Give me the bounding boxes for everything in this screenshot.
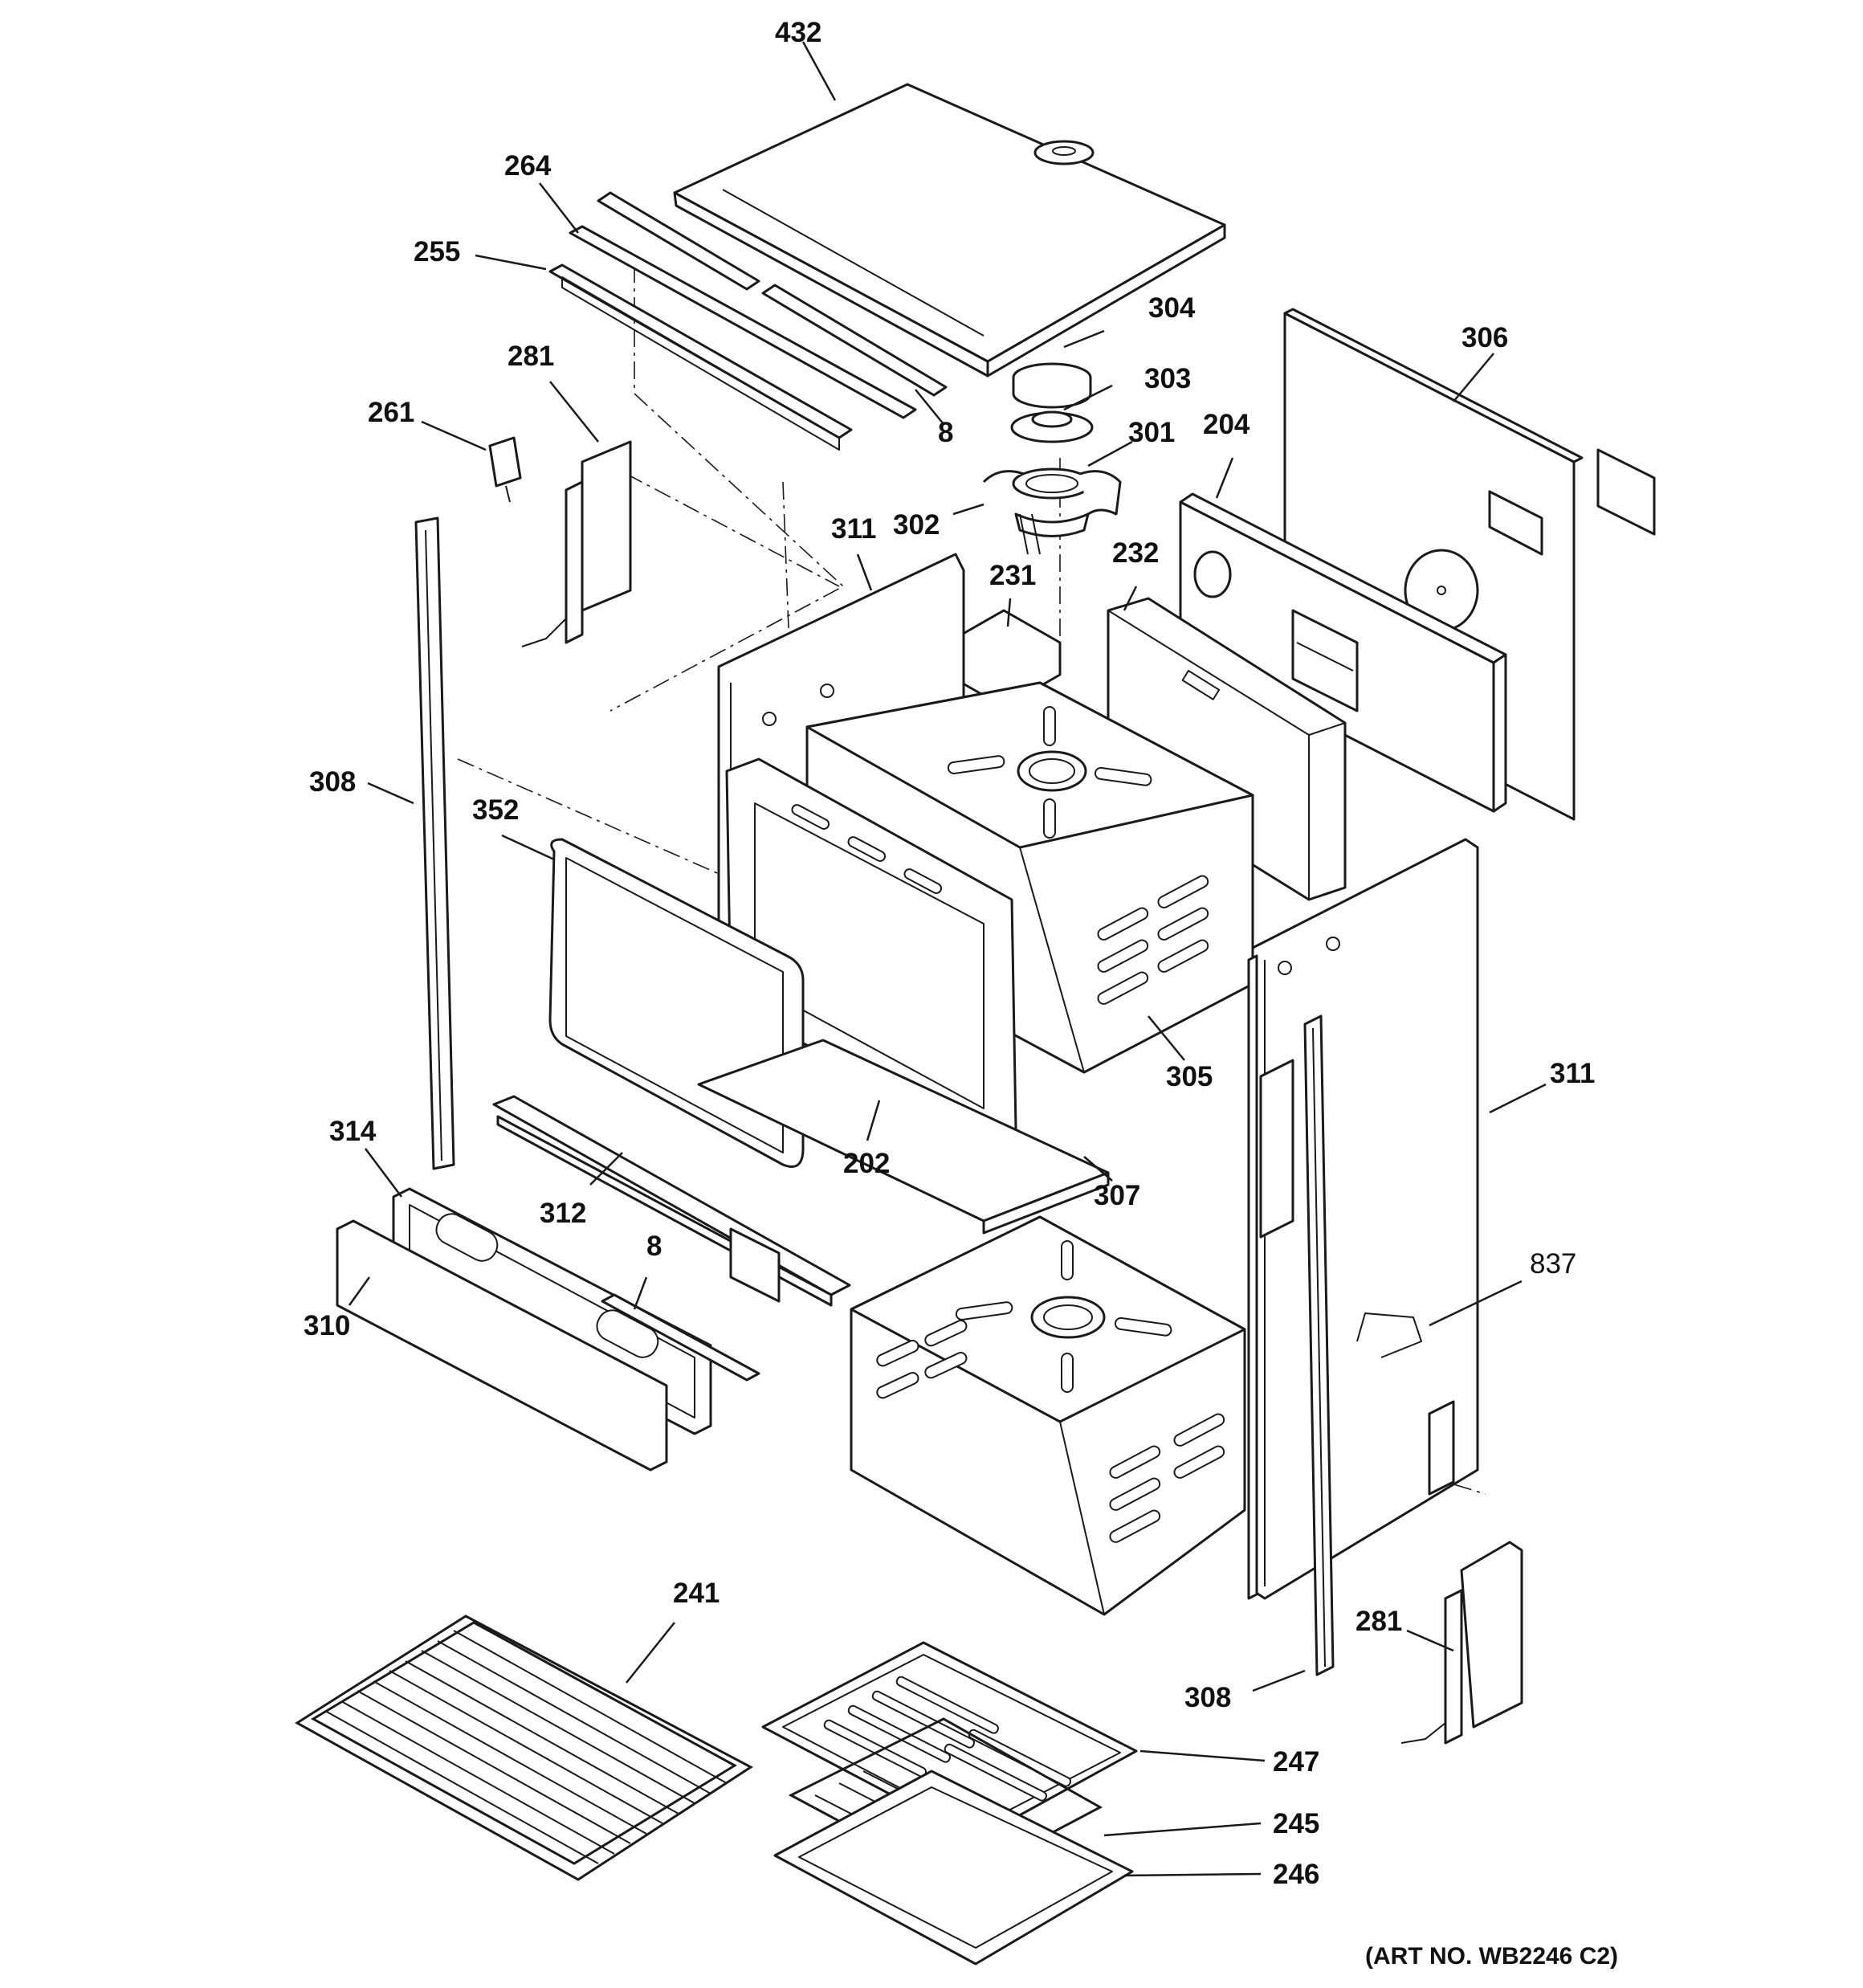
part-301-fan bbox=[982, 467, 1122, 537]
callout-311-right: 311 bbox=[1550, 1058, 1595, 1089]
callout-308-bottom: 308 bbox=[1184, 1682, 1231, 1713]
part-8-top-strip bbox=[569, 225, 917, 419]
callout-231: 231 bbox=[989, 560, 1036, 591]
callout-302: 302 bbox=[893, 509, 940, 541]
part-264-trim bbox=[597, 191, 948, 397]
callout-245: 245 bbox=[1273, 1808, 1319, 1839]
part-281-top-hinge bbox=[521, 440, 632, 647]
part-308-right-trim bbox=[1303, 1014, 1335, 1676]
part-247-broiler-grid bbox=[761, 1641, 1138, 1841]
callout-8-top: 8 bbox=[938, 417, 953, 448]
leader-lines bbox=[348, 41, 1547, 1877]
callout-312: 312 bbox=[540, 1198, 586, 1229]
part-312-trim-rail bbox=[492, 1095, 851, 1307]
callout-837: 837 bbox=[1530, 1248, 1576, 1280]
callout-314: 314 bbox=[329, 1116, 377, 1147]
part-432-top-panel bbox=[673, 83, 1226, 378]
part-281-bottom-hinge bbox=[1400, 1541, 1523, 1745]
callout-261: 261 bbox=[368, 397, 414, 428]
part-311-right-side bbox=[1247, 838, 1479, 1600]
callout-247: 247 bbox=[1273, 1746, 1319, 1778]
part-lower-cavity bbox=[850, 1215, 1246, 1616]
part-304-cover bbox=[1012, 362, 1092, 409]
callout-311-top: 311 bbox=[831, 513, 876, 545]
part-255-trim bbox=[548, 263, 853, 451]
callout-306: 306 bbox=[1461, 322, 1508, 353]
callout-255: 255 bbox=[414, 236, 460, 267]
part-246-broiler-pan bbox=[773, 1770, 1134, 1966]
part-303-plate bbox=[1010, 410, 1094, 443]
callout-281-bottom: 281 bbox=[1355, 1606, 1402, 1637]
callout-303: 303 bbox=[1144, 363, 1191, 394]
callout-304: 304 bbox=[1148, 292, 1196, 324]
callout-281-top: 281 bbox=[508, 341, 554, 372]
callout-301: 301 bbox=[1128, 417, 1175, 448]
callout-305: 305 bbox=[1166, 1061, 1213, 1092]
part-204-insulation bbox=[1179, 492, 1507, 813]
callout-202: 202 bbox=[843, 1148, 890, 1179]
rack-wires bbox=[324, 1630, 728, 1864]
callout-labels: 432 264 255 8 304 303 301 306 204 281 26… bbox=[304, 17, 1595, 1890]
part-261-switch bbox=[488, 436, 522, 503]
part-307-bottom-panel bbox=[697, 1039, 1110, 1235]
callout-264: 264 bbox=[504, 150, 552, 182]
part-241-oven-rack bbox=[295, 1614, 753, 1881]
callout-241: 241 bbox=[673, 1578, 720, 1609]
callout-8-bottom: 8 bbox=[646, 1231, 662, 1262]
callout-352: 352 bbox=[472, 794, 519, 826]
part-308-left-trim bbox=[414, 516, 455, 1170]
callout-204: 204 bbox=[1203, 409, 1250, 440]
callout-232: 232 bbox=[1112, 537, 1159, 569]
callout-432: 432 bbox=[775, 17, 821, 48]
callout-310: 310 bbox=[304, 1310, 350, 1341]
part-310-cover bbox=[336, 1219, 668, 1472]
part-8-bottom-strip bbox=[601, 1293, 760, 1382]
art-number: (ART NO. WB2246 C2) bbox=[1365, 1943, 1618, 1970]
callout-307: 307 bbox=[1094, 1180, 1140, 1211]
callout-308-left: 308 bbox=[309, 766, 356, 798]
callout-246: 246 bbox=[1273, 1859, 1319, 1890]
